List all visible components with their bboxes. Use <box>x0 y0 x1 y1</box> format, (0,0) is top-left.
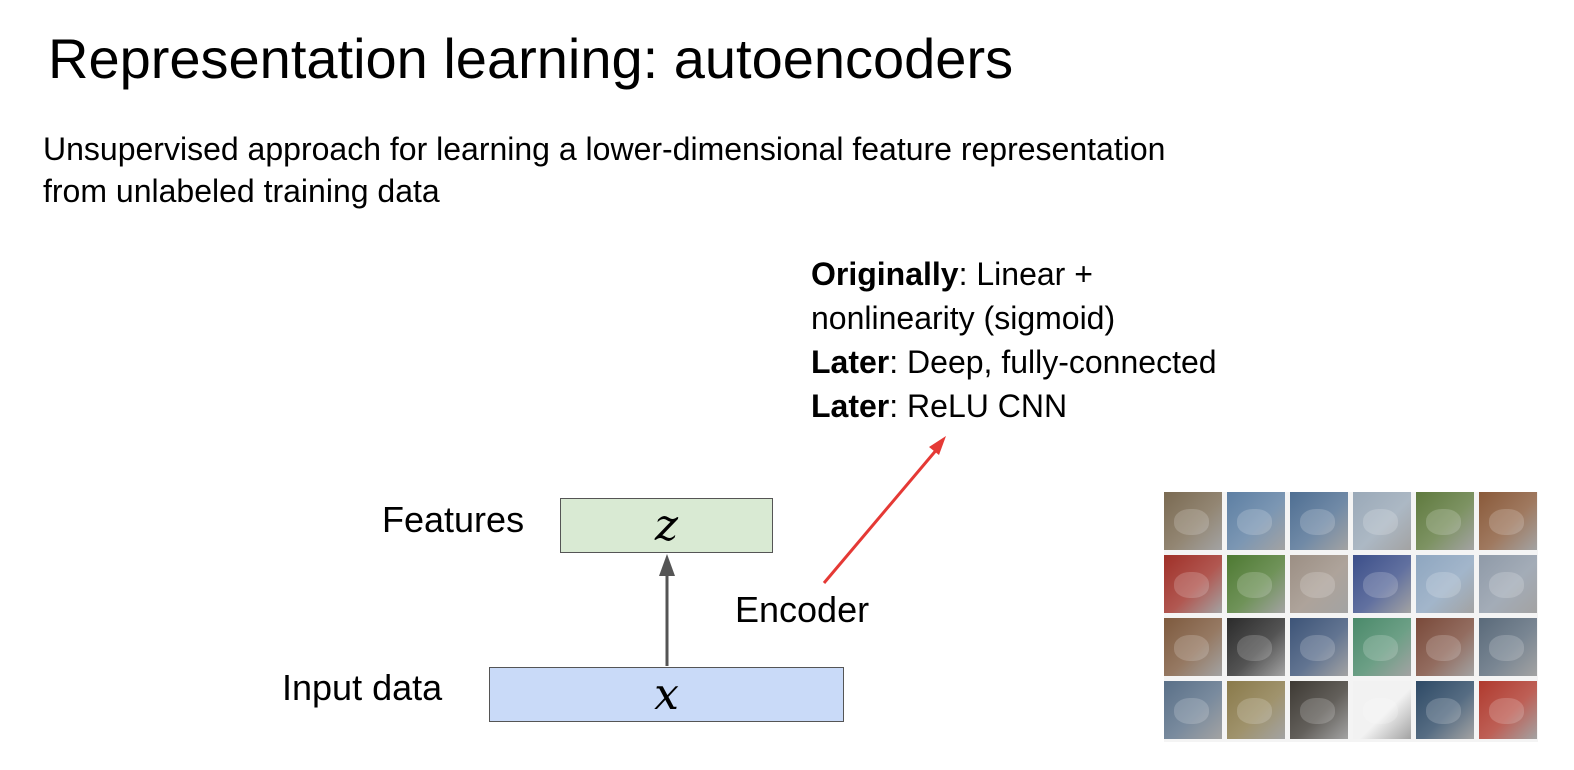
training-image-thumbnail <box>1290 681 1348 739</box>
features-z-box: z <box>560 498 773 553</box>
note-keyword: Later <box>811 388 890 424</box>
note-line-later-cnn: Later: ReLU CNN <box>811 384 1331 428</box>
encoder-pointer-arrowhead <box>929 436 946 455</box>
slide-title: Representation learning: autoencoders <box>48 27 1014 90</box>
z-symbol: z <box>654 500 679 551</box>
training-image-thumbnail <box>1164 681 1222 739</box>
training-image-thumbnail <box>1353 555 1411 613</box>
features-label: Features <box>382 499 525 540</box>
encoder-flow-arrowhead <box>659 554 675 576</box>
training-image-thumbnail <box>1227 555 1285 613</box>
training-image-thumbnail <box>1353 492 1411 550</box>
training-image-thumbnail <box>1164 555 1222 613</box>
encoder-pointer-arrow <box>822 447 940 584</box>
input-data-label: Input data <box>282 667 443 708</box>
training-image-thumbnail <box>1353 681 1411 739</box>
slide-subtitle: Unsupervised approach for learning a low… <box>43 128 1343 212</box>
note-text: : Deep, fully-connected <box>889 344 1217 380</box>
training-images-grid <box>1164 492 1538 742</box>
training-image-thumbnail <box>1479 681 1537 739</box>
note-line-originally: Originally: Linear + <box>811 252 1331 296</box>
training-image-thumbnail <box>1353 618 1411 676</box>
x-symbol: x <box>654 669 679 720</box>
note-keyword: Later <box>811 344 890 380</box>
input-x-box: x <box>489 667 844 722</box>
subtitle-line-2: from unlabeled training data <box>43 173 440 209</box>
encoder-notes: Originally: Linear + nonlinearity (sigmo… <box>811 252 1331 428</box>
note-line-nonlinearity: nonlinearity (sigmoid) <box>811 296 1331 340</box>
note-keyword: Originally <box>811 256 959 292</box>
training-image-thumbnail <box>1290 555 1348 613</box>
note-line-later-deep: Later: Deep, fully-connected <box>811 340 1331 384</box>
training-image-thumbnail <box>1416 618 1474 676</box>
note-text: : Linear + <box>958 256 1093 292</box>
training-image-thumbnail <box>1416 555 1474 613</box>
note-text: : ReLU CNN <box>889 388 1068 424</box>
encoder-label: Encoder <box>735 589 870 630</box>
training-image-thumbnail <box>1416 492 1474 550</box>
training-image-thumbnail <box>1227 618 1285 676</box>
training-image-thumbnail <box>1479 618 1537 676</box>
training-image-thumbnail <box>1164 492 1222 550</box>
subtitle-line-1: Unsupervised approach for learning a low… <box>43 131 1166 167</box>
training-image-thumbnail <box>1290 492 1348 550</box>
training-image-thumbnail <box>1479 492 1537 550</box>
training-image-thumbnail <box>1164 618 1222 676</box>
note-text: nonlinearity (sigmoid) <box>811 300 1116 336</box>
training-image-thumbnail <box>1290 618 1348 676</box>
training-image-thumbnail <box>1416 681 1474 739</box>
training-image-thumbnail <box>1227 492 1285 550</box>
training-image-thumbnail <box>1479 555 1537 613</box>
training-image-thumbnail <box>1227 681 1285 739</box>
